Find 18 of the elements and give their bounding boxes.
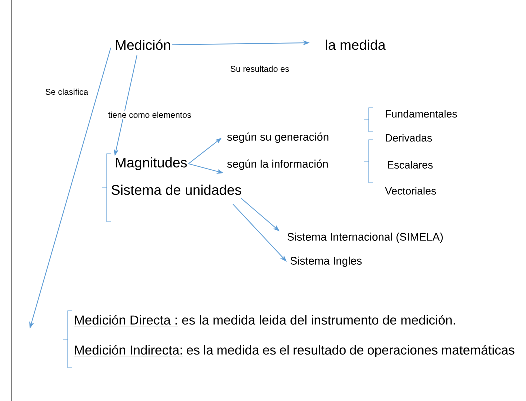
concept-text: según su generación [228,132,329,144]
concept-text: Medición [116,40,170,50]
edge-label: tiene como elementos [107,110,193,120]
edge-label: Se clasifica [44,88,90,96]
concept-text: según la información [228,160,328,170]
edge-label: Su resultado es [229,64,291,74]
concept-text: Escalares [388,161,433,169]
concept-text: Sistema Internacional (SIMELA) [288,232,443,244]
arrow [232,204,287,262]
definition-text: Medición Directa : es la medida leida del instrumento de medición. [74,315,456,326]
concept-text: Vectoriales [385,187,436,195]
concept-text: Magnitudes [116,157,188,171]
concept-text: Sistema de unidades [112,184,242,196]
concept-text: Fundamentales [386,110,458,118]
concept-text: Sistema Ingles [290,256,362,268]
definition-text: Medición Indirecta: es la medida es el resultado de operaciones matemáticas [74,345,515,358]
concept-text: la medida [326,40,386,50]
concept-text: Derivadas [386,134,432,142]
